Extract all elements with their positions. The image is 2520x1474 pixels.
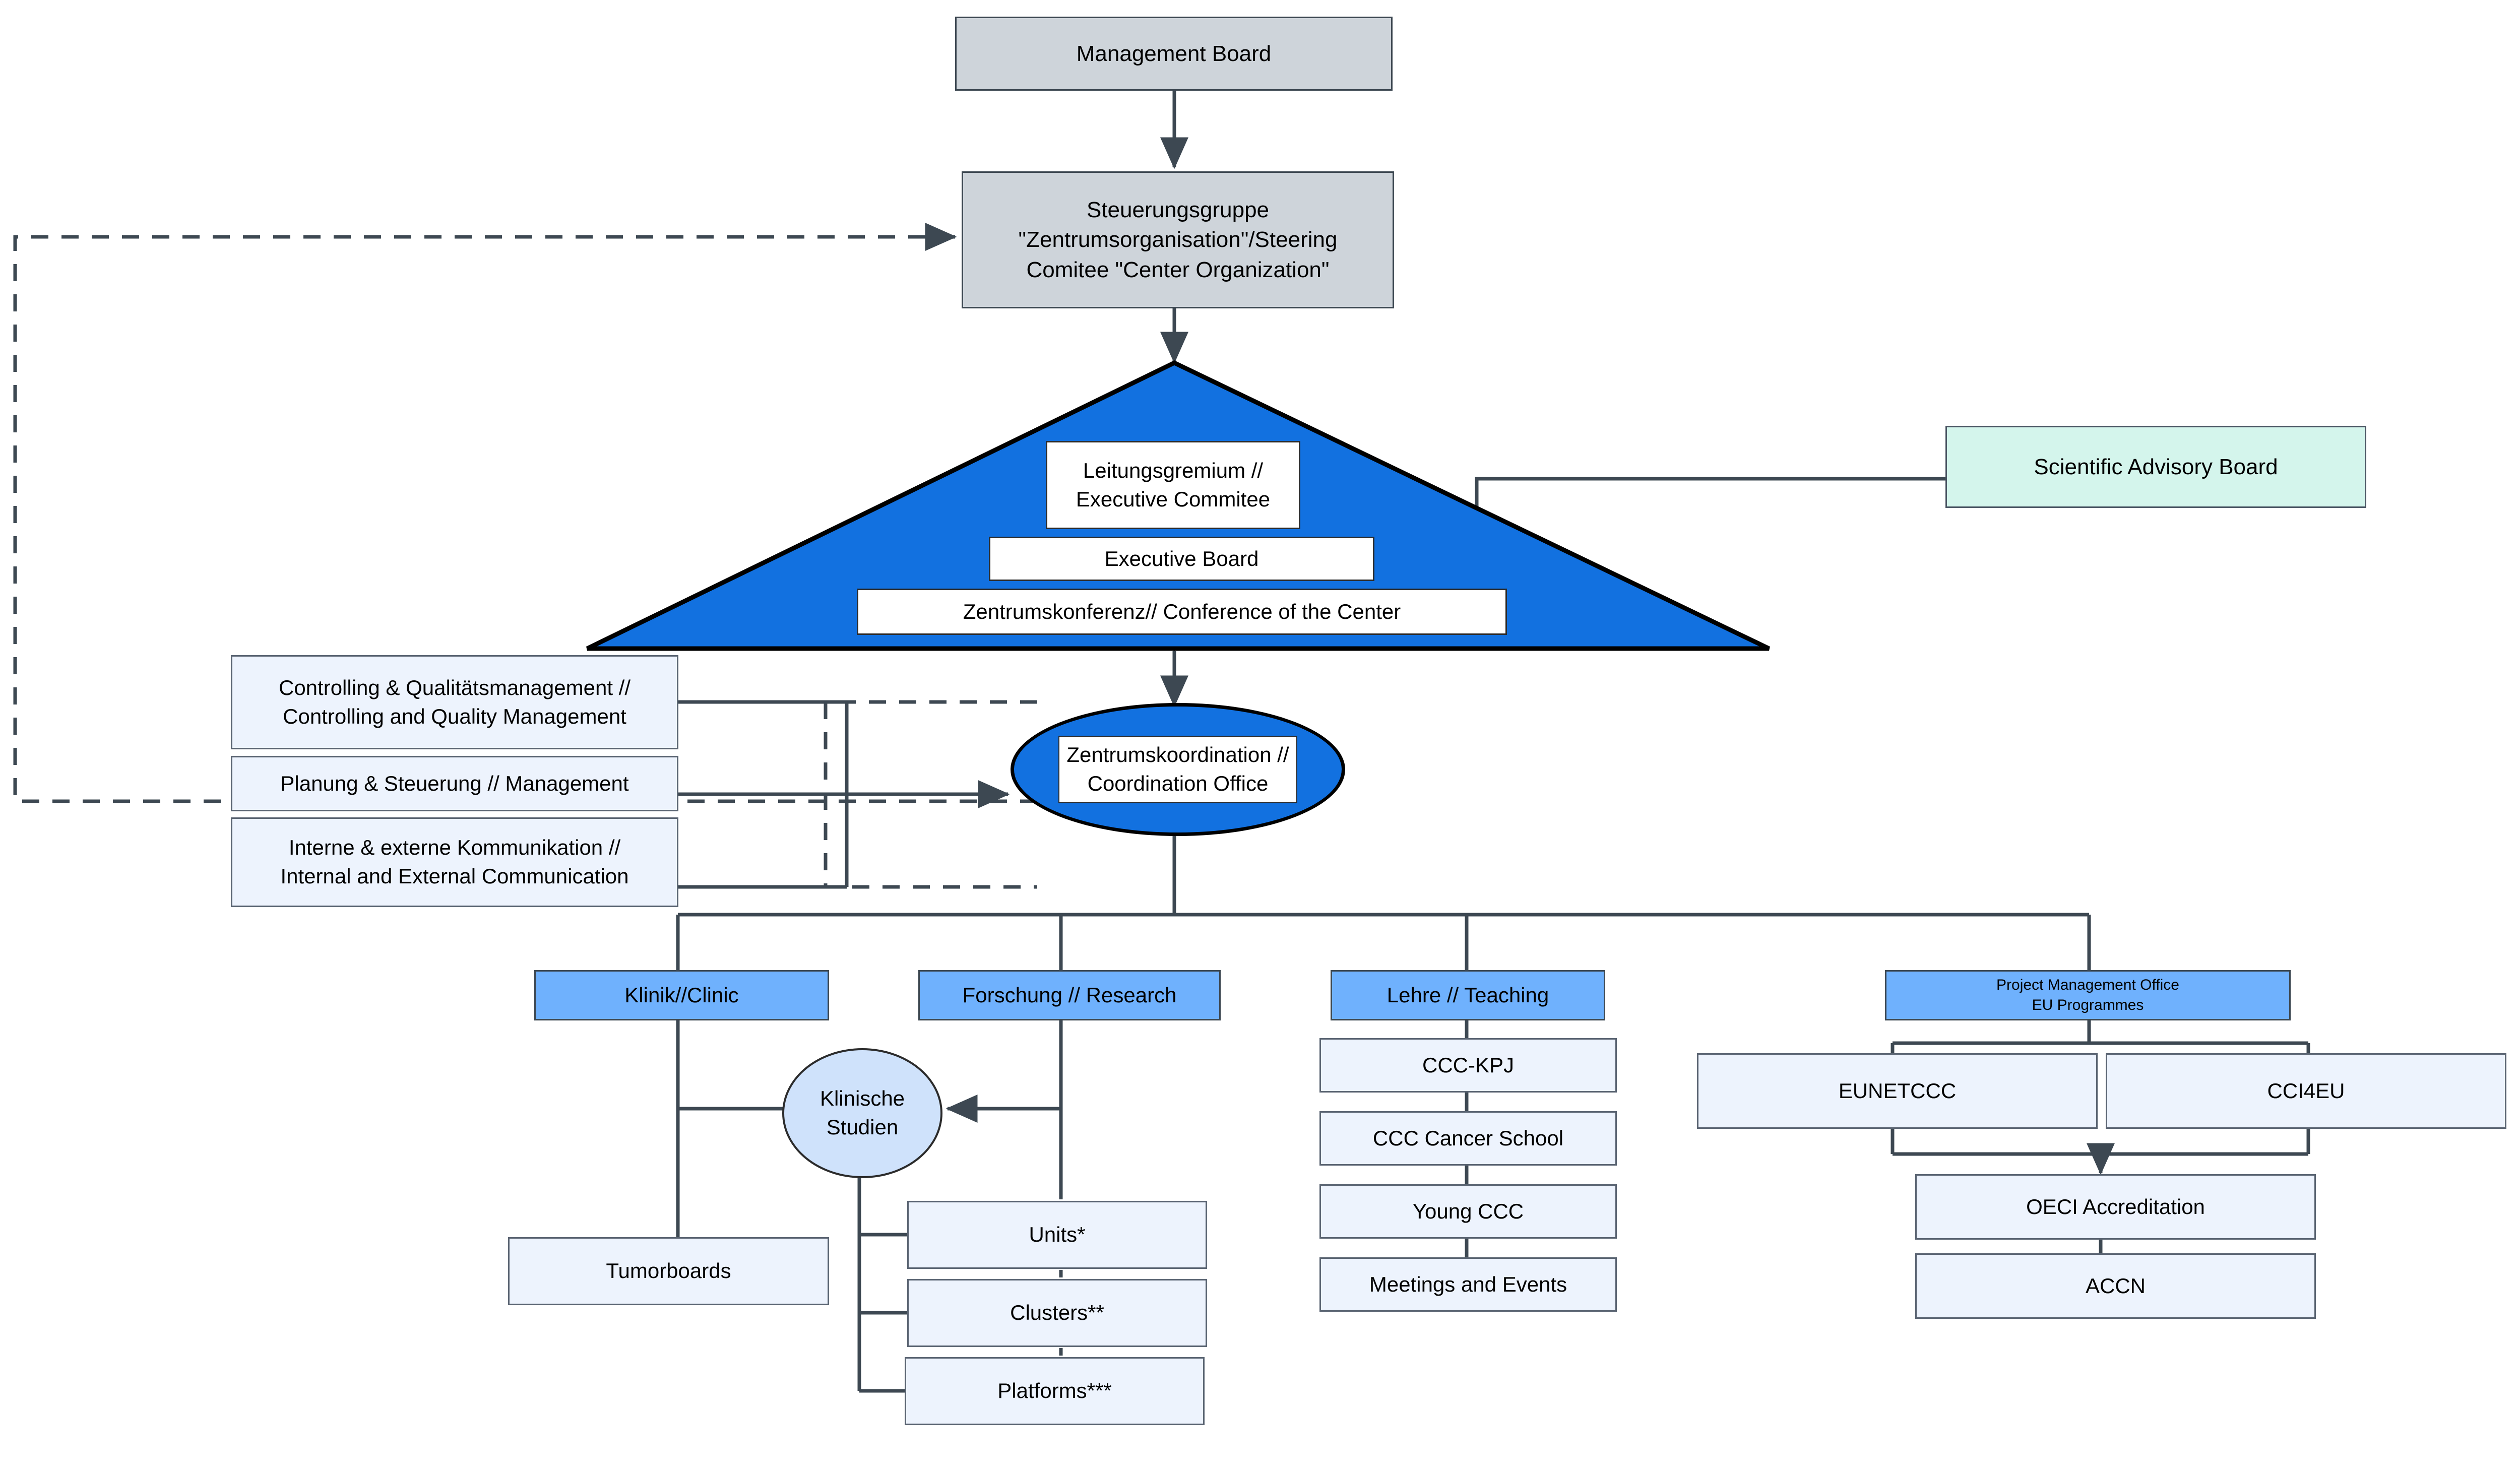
clinic-child-tumorboards-label: Tumorboards [606,1259,731,1283]
pmo-child-eunetccc[interactable]: EUNETCCC [1697,1053,2098,1129]
center-conference-box[interactable]: Zentrumskonferenz// Conference of the Ce… [857,589,1507,635]
coordination-office-inner-label: Zentrumskoordination // Coordination Off… [1058,736,1297,803]
executive-committee-box[interactable]: Leitungsgremium // Executive Commitee [1046,441,1300,529]
pmo-child-accn[interactable]: ACCN [1915,1253,2316,1319]
teaching-child-cancer-school-label: CCC Cancer School [1372,1126,1564,1150]
pillar-header-teaching-label: Lehre // Teaching [1387,983,1549,1007]
pmo-child-oeci-accreditation-label: OECI Accreditation [2026,1194,2205,1219]
pillar-header-teaching[interactable]: Lehre // Teaching [1331,970,1605,1020]
staff-unit-communication-box[interactable]: Interne & externe Kommunikation // Inter… [231,817,678,907]
staff-unit-controlling-box[interactable]: Controlling & Qualitätsmanagement // Con… [231,655,678,749]
staff-unit-controlling-line-2: Controlling and Quality Management [283,704,626,728]
research-child-clusters-label: Clusters** [1010,1301,1104,1325]
steering-committee-line-2: "Zentrumsorganisation"/Steering [1018,227,1338,252]
steering-committee-box[interactable]: Steuerungsgruppe "Zentrumsorganisation"/… [962,171,1394,308]
pmo-child-cci4eu-label: CCI4EU [2267,1078,2345,1103]
executive-committee-line-2: Executive Commitee [1076,487,1271,511]
pmo-child-accn-label: ACCN [2085,1273,2146,1298]
steering-committee-line-1: Steuerungsgruppe [1086,197,1270,222]
pillar-header-pmo-line-2: EU Programmes [2032,997,2144,1013]
pillar-header-pmo-line-1: Project Management Office [1996,976,2179,993]
coordination-office-line-1: Zentrumskoordination // [1066,743,1289,767]
staff-unit-planning-label: Planung & Steuerung // Management [280,771,629,795]
clinical-studies-ellipse[interactable]: Klinische Studien [782,1048,942,1178]
teaching-child-ccc-kpj[interactable]: CCC-KPJ [1319,1038,1617,1093]
pillar-header-research-label: Forschung // Research [962,983,1177,1007]
center-conference-label: Zentrumskonferenz// Conference of the Ce… [963,599,1401,623]
pillar-header-pmo[interactable]: Project Management Office EU Programmes [1885,970,2291,1020]
pillar-header-clinic[interactable]: Klinik//Clinic [534,970,829,1020]
pillar-header-research[interactable]: Forschung // Research [918,970,1221,1020]
executive-board-box[interactable]: Executive Board [989,537,1374,581]
research-child-platforms[interactable]: Platforms*** [905,1357,1205,1425]
research-child-platforms-label: Platforms*** [997,1379,1112,1403]
teaching-child-meetings-events-label: Meetings and Events [1369,1272,1567,1296]
research-child-units[interactable]: Units* [907,1201,1207,1269]
pmo-child-oeci-accreditation[interactable]: OECI Accreditation [1915,1174,2316,1240]
teaching-child-young-ccc-label: Young CCC [1412,1199,1524,1223]
teaching-child-meetings-events[interactable]: Meetings and Events [1319,1257,1617,1312]
coordination-office-line-2: Coordination Office [1087,772,1269,795]
teaching-child-ccc-kpj-label: CCC-KPJ [1422,1053,1514,1077]
scientific-advisory-board-label: Scientific Advisory Board [2034,454,2278,479]
clinical-studies-line-2: Studien [826,1115,899,1139]
pmo-child-cci4eu[interactable]: CCI4EU [2106,1053,2506,1129]
staff-unit-planning-box[interactable]: Planung & Steuerung // Management [231,756,678,811]
research-child-clusters[interactable]: Clusters** [907,1279,1207,1347]
clinical-studies-line-1: Klinische [820,1086,905,1111]
scientific-advisory-board-box[interactable]: Scientific Advisory Board [1945,426,2366,508]
pmo-child-eunetccc-label: EUNETCCC [1838,1078,1957,1103]
teaching-child-cancer-school[interactable]: CCC Cancer School [1319,1111,1617,1166]
pillar-header-clinic-label: Klinik//Clinic [624,983,739,1007]
steering-committee-line-3: Comitee "Center Organization" [1026,257,1330,282]
management-board-box[interactable]: Management Board [955,17,1393,91]
staff-unit-communication-line-2: Internal and External Communication [280,864,629,888]
research-child-units-label: Units* [1029,1223,1086,1247]
staff-unit-communication-line-1: Interne & externe Kommunikation // [288,836,621,860]
staff-unit-controlling-line-1: Controlling & Qualitätsmanagement // [278,675,631,699]
clinic-child-tumorboards[interactable]: Tumorboards [508,1237,829,1305]
teaching-child-young-ccc[interactable]: Young CCC [1319,1184,1617,1239]
executive-committee-line-1: Leitungsgremium // [1083,458,1264,482]
coordination-office-ellipse[interactable]: Zentrumskoordination // Coordination Off… [1011,703,1345,836]
executive-board-label: Executive Board [1104,546,1259,570]
management-board-label: Management Board [1076,41,1272,66]
